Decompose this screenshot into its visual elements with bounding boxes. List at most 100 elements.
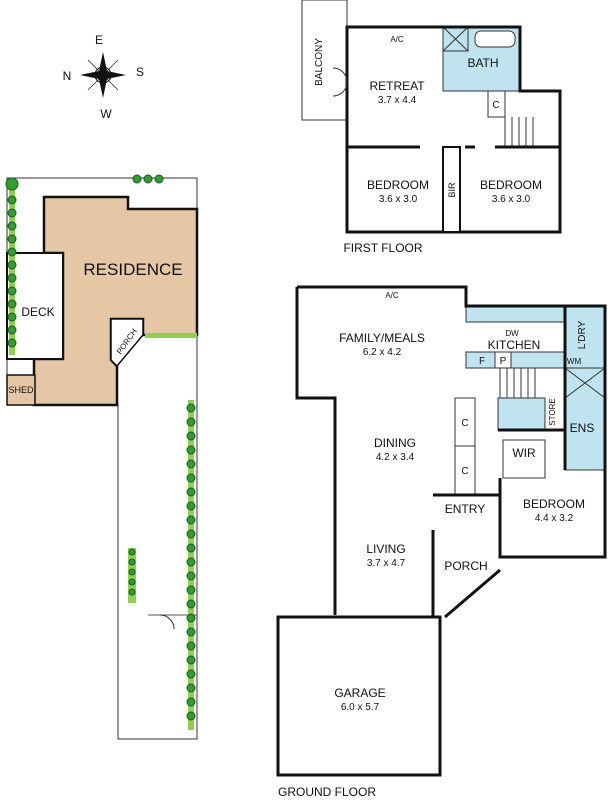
tree-icon	[128, 548, 136, 556]
tree-icon	[128, 568, 136, 576]
tree-icon	[7, 338, 17, 348]
tree-icon	[7, 221, 17, 231]
shed-area	[6, 374, 36, 406]
tree-icon	[132, 174, 142, 184]
tree-icon	[186, 655, 196, 665]
dishwasher-label: DW	[505, 329, 519, 338]
bedroom-size: 3.6 x 3.0	[492, 194, 531, 205]
tree-icon	[186, 431, 196, 441]
tree-icon	[186, 585, 196, 595]
site-deck-label: DECK	[21, 305, 54, 319]
first-floor-plan	[301, 0, 562, 234]
kitchen-bench	[465, 305, 566, 323]
tree-icon	[186, 543, 196, 553]
tree-icon	[186, 529, 196, 539]
tree-icon	[186, 515, 196, 525]
bath-label: BATH	[467, 56, 498, 70]
tree-icon	[5, 177, 19, 191]
ac-label: A/C	[385, 291, 399, 300]
tree-icon	[143, 174, 153, 184]
first-floor-title: FIRST FLOOR	[343, 241, 422, 255]
wir	[502, 439, 546, 479]
closet-label: C	[492, 100, 499, 111]
tree-icon	[186, 697, 196, 707]
gate	[159, 614, 175, 630]
family-meals-label: FAMILY/MEALS	[339, 331, 425, 345]
dining-label: DINING	[374, 436, 416, 450]
porch-label: PORCH	[444, 559, 487, 573]
kitchen-label: KITCHEN	[488, 338, 541, 352]
deck-area	[6, 252, 64, 360]
site-plan	[5, 174, 199, 740]
site-residence-label: RESIDENCE	[83, 260, 182, 279]
pantry-label: P	[500, 356, 507, 367]
family-meals-size: 6.2 x 4.2	[363, 347, 402, 358]
compass-south-label: S	[136, 65, 144, 79]
tree-icon	[7, 299, 17, 309]
tree-icon	[7, 208, 17, 218]
compass-west-label: W	[100, 107, 112, 121]
tree-icon	[186, 445, 196, 455]
closet-label: C	[461, 466, 468, 477]
washing-machine-label: WM	[567, 357, 582, 366]
hedge	[9, 185, 15, 355]
closet	[487, 90, 506, 118]
stairs	[504, 117, 534, 147]
tree-icon	[7, 247, 17, 257]
compass-rose-icon	[80, 52, 126, 98]
tree-icon	[186, 571, 196, 581]
closet-label: C	[461, 418, 468, 429]
laundry-label: L'DRY	[577, 320, 588, 349]
toilet	[497, 397, 546, 431]
tree-icon	[186, 599, 196, 609]
site-shed-label: SHED	[8, 385, 34, 395]
bedroom-label: BEDROOM	[523, 497, 585, 511]
compass-east-label: E	[95, 33, 103, 47]
tree-icon	[128, 588, 136, 596]
bedroom-size: 3.6 x 3.0	[379, 194, 418, 205]
entry-label: ENTRY	[445, 502, 485, 516]
garage-label: GARAGE	[334, 686, 385, 700]
garage-size: 6.0 x 5.7	[341, 702, 380, 713]
tree-icon	[186, 627, 196, 637]
tree-icon	[154, 174, 164, 184]
tree-icon	[186, 417, 196, 427]
pantry	[494, 351, 512, 369]
tree-icon	[7, 234, 17, 244]
bedroom-label: BEDROOM	[367, 178, 429, 192]
wir-label: WIR	[512, 446, 536, 460]
store-label: STORE	[548, 398, 557, 425]
tree-icon	[186, 641, 196, 651]
ensuite-label: ENS	[570, 421, 595, 435]
tree-icon	[128, 558, 136, 566]
bir-closet	[442, 146, 461, 233]
balcony-label: BALCONY	[314, 38, 325, 86]
bedroom-label: BEDROOM	[480, 178, 542, 192]
retreat-size: 3.7 x 4.4	[378, 95, 417, 106]
tree-icon	[186, 403, 196, 413]
tree-icon	[186, 459, 196, 469]
tree-icon	[186, 711, 196, 721]
ac-label: A/C	[390, 35, 404, 44]
living-label: LIVING	[366, 542, 405, 556]
tree-icon	[186, 669, 196, 679]
tree-icon	[186, 557, 196, 567]
tree-icon	[7, 312, 17, 322]
tree-icon	[186, 473, 196, 483]
tree-icon	[186, 683, 196, 693]
tree-icon	[7, 286, 17, 296]
ground-floor-plan	[276, 285, 607, 777]
compass-north-label: N	[63, 69, 72, 83]
tree-icon	[7, 273, 17, 283]
retreat-label: RETREAT	[369, 79, 425, 93]
fridge-label: F	[479, 356, 485, 367]
tree-icon	[7, 195, 17, 205]
tree-icon	[7, 325, 17, 335]
bedroom-size: 4.4 x 3.2	[535, 513, 574, 524]
dining-size: 4.2 x 3.4	[376, 452, 415, 463]
tree-icon	[186, 613, 196, 623]
tree-icon	[186, 487, 196, 497]
laundry	[564, 305, 606, 369]
stairs	[499, 368, 536, 398]
